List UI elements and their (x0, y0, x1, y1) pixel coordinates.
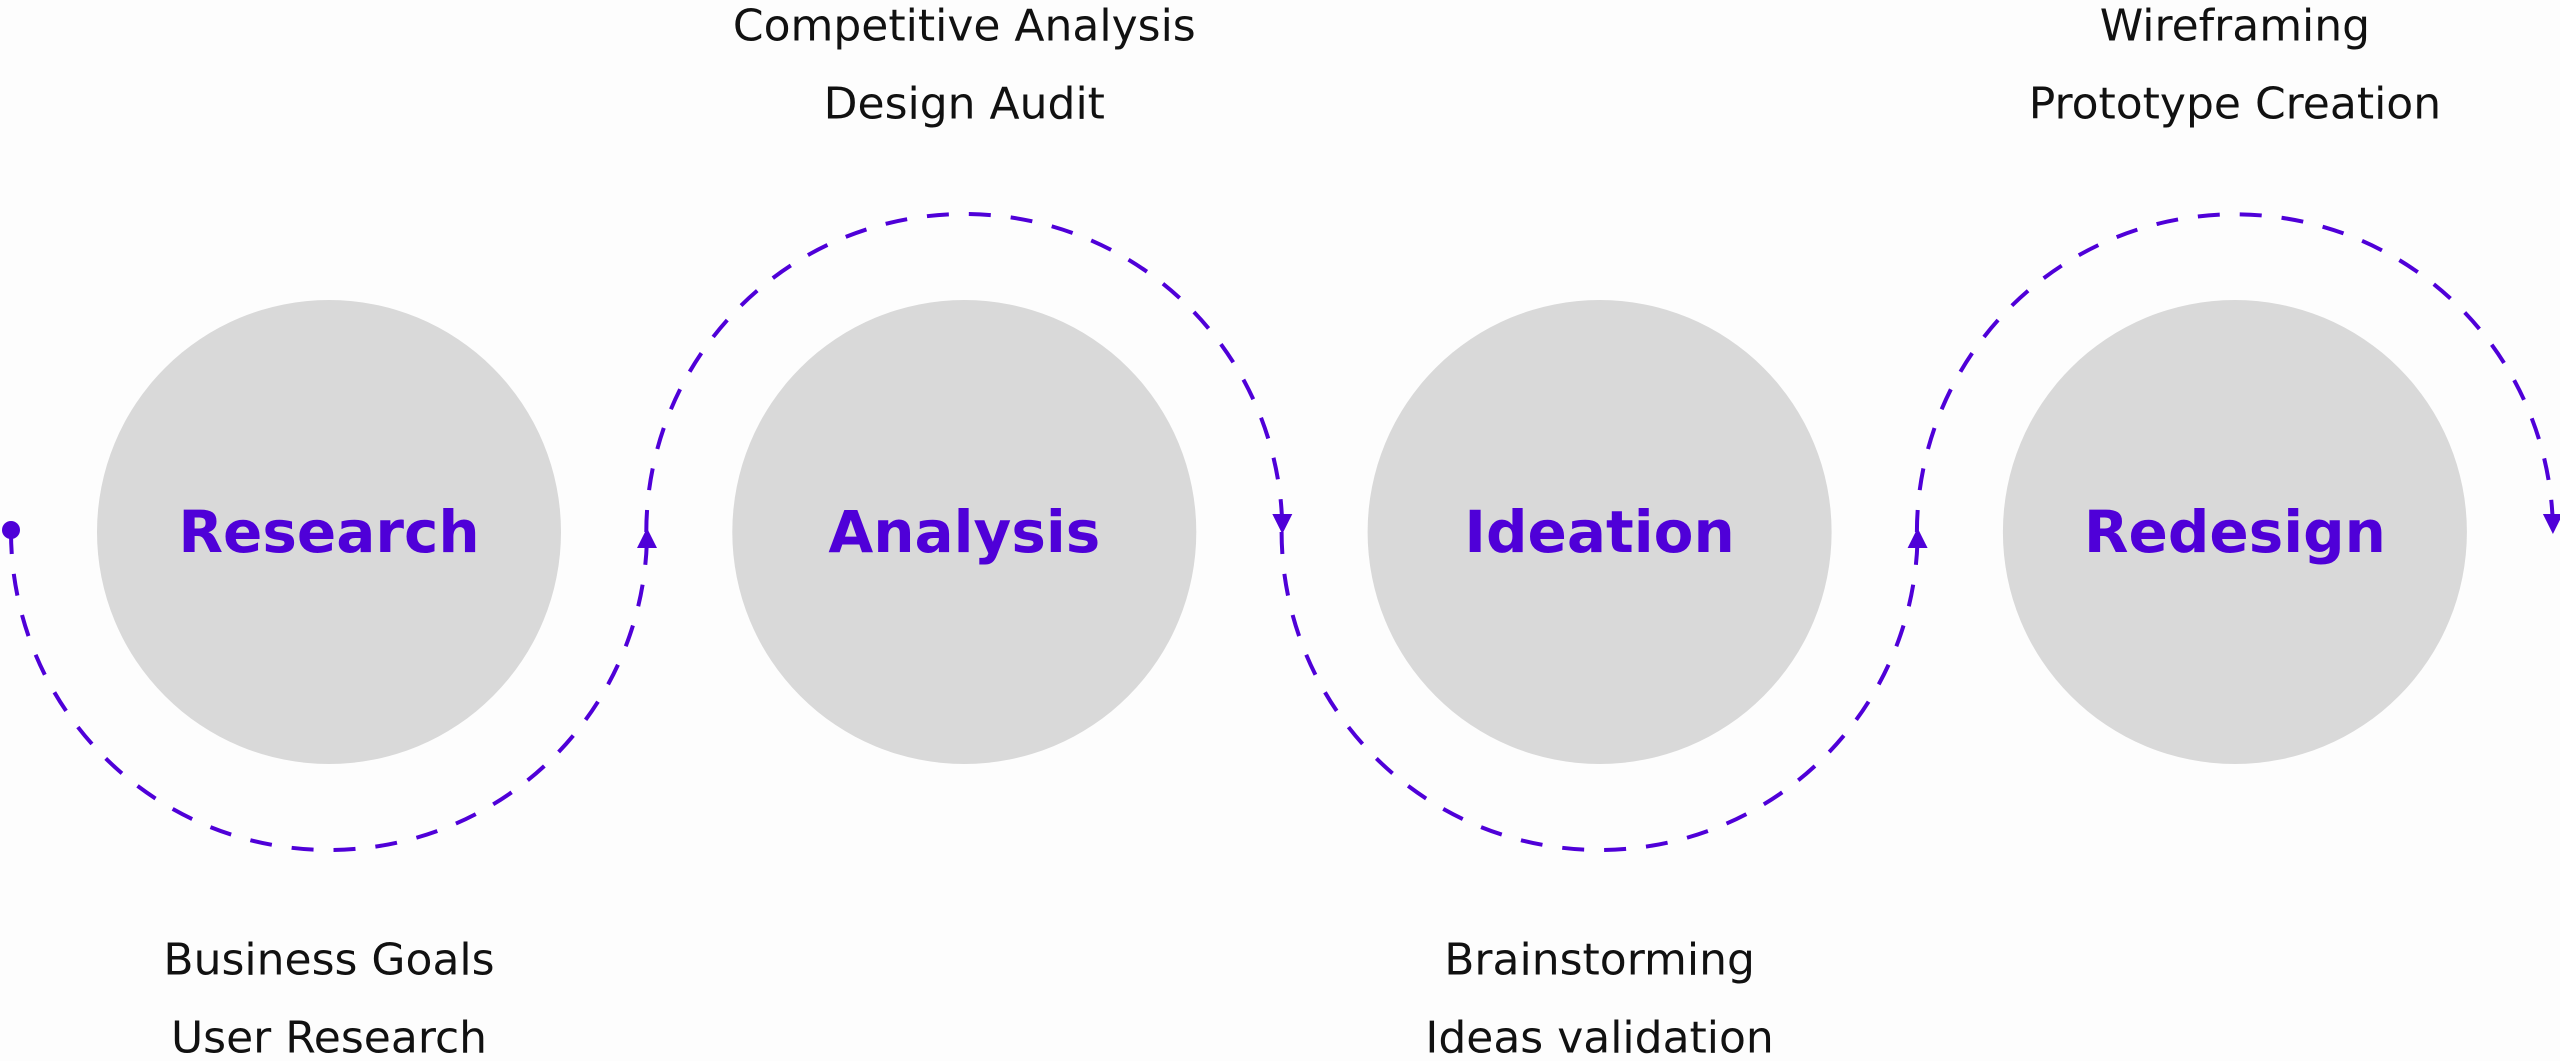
activity-label: Business Goals (163, 935, 494, 986)
flow-arc-ideation (1279, 531, 1920, 852)
stage-circle-research (97, 300, 561, 764)
activity-label: Prototype Creation (2029, 79, 2441, 130)
flow-arc-analysis (644, 212, 1285, 533)
activity-label: Design Audit (824, 79, 1105, 130)
flow-arc-research (9, 531, 649, 852)
flow-start-dot-icon (2, 521, 20, 539)
arrow-down-icon (1272, 514, 1293, 534)
activity-label: Competitive Analysis (733, 1, 1196, 52)
arrow-down-icon (2542, 514, 2560, 534)
stage-circle-redesign (2002, 300, 2467, 764)
stage-label-ideation: Ideation (1464, 498, 1734, 566)
stage-label-redesign: Redesign (2084, 498, 2386, 566)
activity-label: Wireframing (2100, 1, 2370, 52)
activity-label: Brainstorming (1444, 935, 1755, 986)
stage-layer: Research Analysis Ideation Redesign (97, 300, 2467, 764)
stage-label-analysis: Analysis (828, 498, 1100, 566)
flow-path-layer (2, 212, 2560, 852)
activity-label: Ideas validation (1425, 1013, 1773, 1061)
stage-circle-ideation (1367, 300, 1832, 764)
arrow-up-icon (1907, 528, 1928, 548)
arrow-up-icon (637, 528, 657, 548)
stage-circle-analysis (732, 300, 1197, 764)
flow-arc-redesign (1914, 212, 2555, 533)
stage-label-research: Research (178, 498, 479, 566)
activity-label: User Research (171, 1013, 487, 1061)
